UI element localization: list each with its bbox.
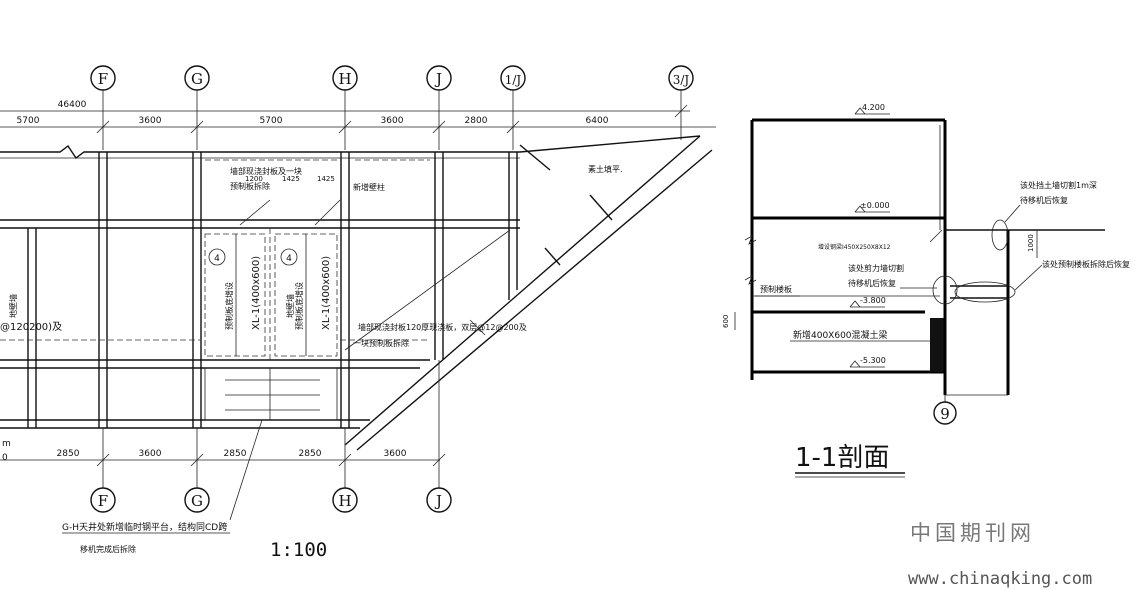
grid-label-top-f: F	[98, 70, 108, 88]
dim-bottom-5: 3600	[384, 449, 407, 459]
elev-minus-3800: -3.800	[860, 296, 886, 305]
section-1-1: 9 4.200 ±0.000 -3.800 -5.300 增设钢梁I450X25…	[722, 103, 1130, 478]
watermark-url: www.chinaqking.com	[908, 569, 1092, 589]
grid-label-top-3j: 3/J	[673, 73, 690, 87]
note-shear-2: 待移机后恢复	[848, 278, 896, 288]
elevation-marks: 4.200 ±0.000 -3.800 -5.300	[849, 103, 890, 368]
grid-label-bottom-g: G	[191, 492, 203, 510]
dim-bottom-1: 2850	[57, 449, 80, 459]
dim-bottom-4: 2850	[299, 449, 322, 459]
note-dim-b: 1425	[282, 175, 300, 183]
precast-slab-label: 预制楼板	[760, 284, 792, 294]
elev-top: 4.200	[862, 103, 885, 112]
grid-label-top-j: J	[434, 70, 442, 88]
left-wall-note: 地壁墙	[8, 294, 18, 318]
plan-scale: 1:100	[270, 539, 327, 561]
note-top-2: 预制板拆除	[230, 181, 270, 191]
plan-notes: 墙部现浇封板及一块 预制板拆除 1200 1425 1425 新增壁柱 素土填平…	[0, 164, 623, 554]
grid-label-bottom-h: H	[338, 492, 351, 510]
note-left: @120200)及	[0, 321, 62, 333]
note-dim-c: 1425	[317, 175, 335, 183]
elev-zero: ±0.000	[860, 201, 890, 210]
dim-top-5: 2800	[465, 116, 488, 126]
beam-label-left: XL-1(400x600)	[251, 256, 262, 330]
dim-top-4: 3600	[381, 116, 404, 126]
beam-mark-left: 4	[214, 254, 220, 264]
dim-1000: 1000	[1027, 234, 1035, 252]
grid-bubbles-top: F G H J 1/J 3/J	[90, 65, 694, 150]
new-beam-label: 新增400X600混凝土梁	[793, 329, 888, 341]
note-soil: 素土填平.	[588, 164, 623, 174]
note-retain-2: 待移机后恢复	[1020, 195, 1068, 205]
note-mid-2: 一块预制板拆除	[353, 338, 409, 348]
beam-markers: 4 4 XL-1(400x600) XL-1(400x600) 预制板底增设 预…	[8, 248, 332, 330]
grid-label-top-1j: 1/J	[505, 73, 522, 87]
note-new-column: 新增壁柱	[353, 182, 385, 192]
note-bottom-2: 移机完成后拆除	[80, 544, 136, 554]
elev-minus-5300: -5.300	[860, 356, 886, 365]
dim-top-3: 5700	[260, 116, 283, 126]
grid-label-bottom-f: F	[98, 492, 108, 510]
dim-total: 46400	[58, 100, 87, 110]
grid-label-top-g: G	[191, 70, 203, 88]
note-dim-a: 1200	[245, 175, 263, 183]
note-slab: 该处预制楼板拆除后恢复	[1042, 259, 1130, 269]
dim-bottom-3: 2850	[224, 449, 247, 459]
beam-mark-right: 4	[286, 254, 292, 264]
dim-600: 600	[722, 315, 730, 328]
dim-bottom-2: 3600	[139, 449, 162, 459]
dimension-lines-bottom: 2850 3600 2850 2850 3600 m 0	[0, 360, 446, 488]
new-beam-block	[930, 318, 945, 372]
left-edge-m: m	[2, 439, 11, 449]
grid-label-bottom-j: J	[434, 492, 442, 510]
beam-vnote-1: 预制板底增设	[224, 282, 234, 330]
left-edge-0: 0	[2, 453, 8, 463]
floor-plan: F G H J 1/J 3/J 46400 5700 3600 5700 360…	[0, 65, 716, 561]
watermark-cn: 中国期刊网	[910, 521, 1035, 545]
note-top: 墙部现浇封板及一块	[230, 166, 302, 176]
steel-beam-note: 增设钢梁I450X250X8X12	[818, 243, 891, 251]
beam-vnote-3: 地壁墙	[285, 294, 295, 318]
note-mid: 墙部现浇封板120厚现浇板，双层@12@200及	[358, 322, 527, 332]
dim-top-6: 6400	[586, 116, 609, 126]
beam-vnote-2: 预制板底增设	[294, 282, 304, 330]
dim-top-1: 5700	[17, 116, 40, 126]
plan-walls	[0, 135, 713, 451]
section-title: 1-1剖面	[795, 443, 889, 473]
dimension-lines-top: 46400 5700 3600 5700 3600 2800 6400	[0, 100, 716, 134]
note-retain-1: 该处挡土墙切割1m深	[1020, 180, 1097, 190]
beam-label-right: XL-1(400x600)	[321, 256, 332, 330]
grid-label-top-h: H	[338, 70, 351, 88]
dim-top-2: 3600	[139, 116, 162, 126]
note-bottom-1: G-H天井处新增临时钢平台，结构同CD跨	[62, 521, 227, 533]
note-shear-1: 该处剪力墙切割	[848, 263, 904, 273]
section-grid-9: 9	[940, 405, 950, 423]
grid-bubbles-bottom: F G H J	[90, 487, 452, 513]
